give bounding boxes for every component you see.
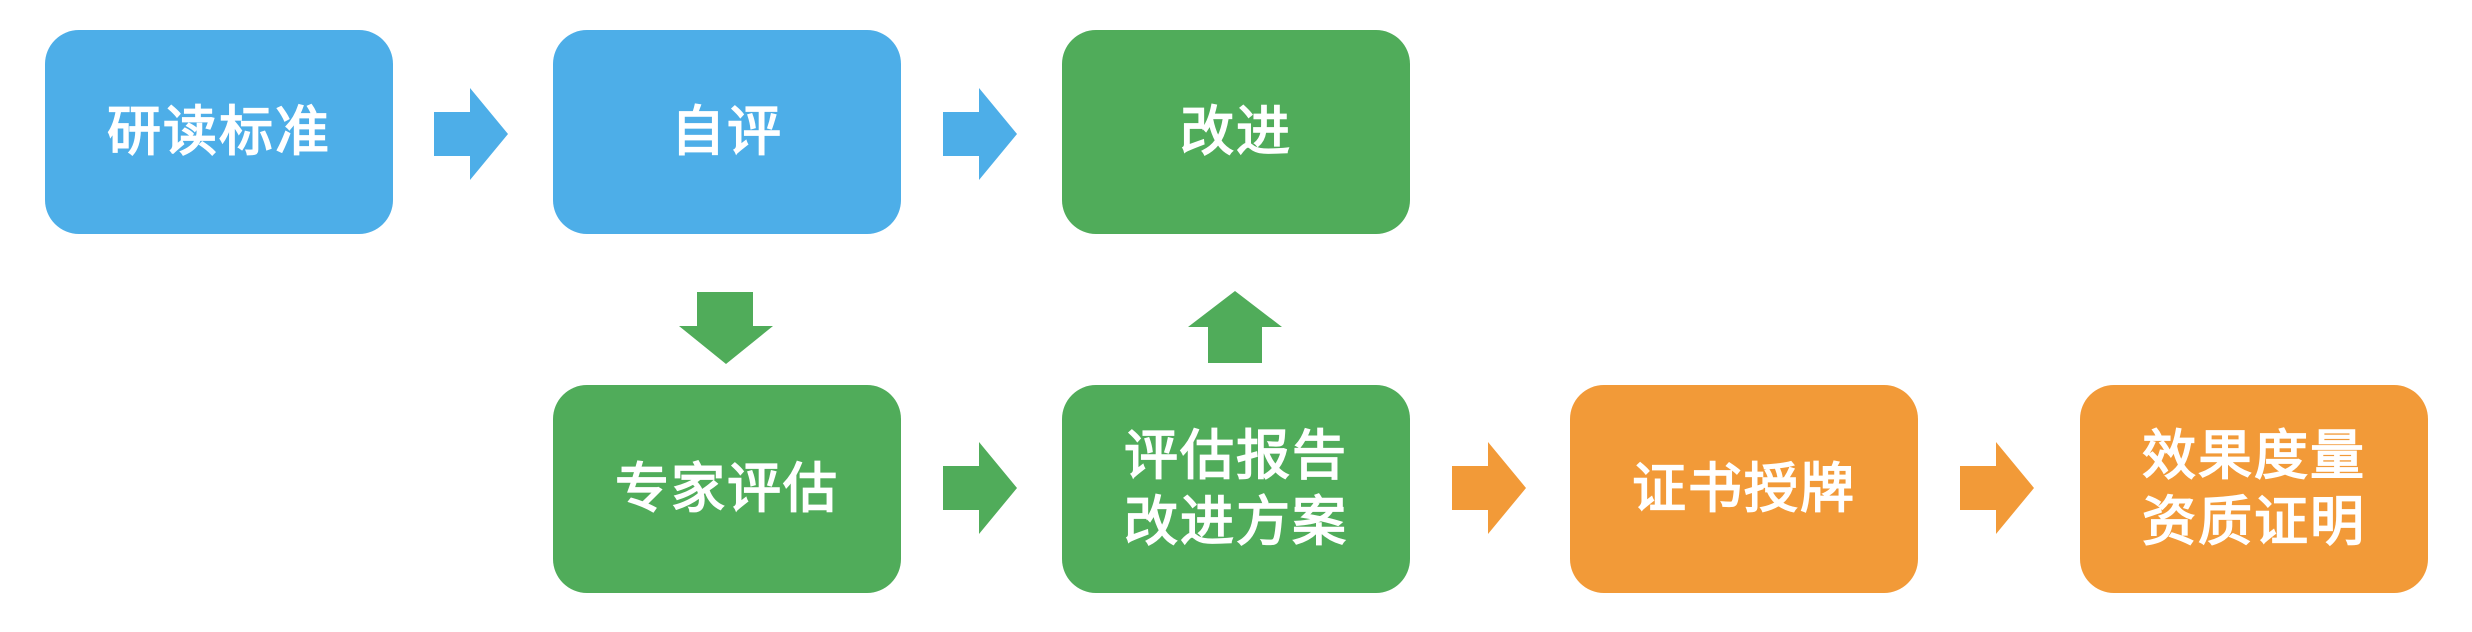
node-label: 改进	[1180, 100, 1292, 164]
arrow-right-icon	[1960, 442, 2034, 534]
node-expert-assessment: 专家评估	[553, 385, 901, 593]
node-label-line-2: 资质证明	[2142, 490, 2366, 553]
node-read-standard: 研读标准	[45, 30, 393, 234]
arrow-up-icon	[1188, 291, 1282, 363]
node-label-line-1: 效果度量	[2142, 424, 2366, 488]
node-certification: 证书授牌	[1570, 385, 1918, 593]
node-label: 研读标准	[107, 100, 331, 164]
node-label: 专家评估	[615, 457, 839, 521]
node-label: 自评	[671, 100, 783, 164]
node-label-line-1: 评估报告	[1124, 424, 1348, 488]
arrow-right-icon	[1452, 442, 1526, 534]
node-label: 证书授牌	[1632, 457, 1856, 521]
node-report-plan: 评估报告 改进方案	[1062, 385, 1410, 593]
arrow-right-icon	[943, 88, 1017, 180]
node-outcome: 效果度量 资质证明	[2080, 385, 2428, 593]
node-improvement: 改进	[1062, 30, 1410, 234]
arrow-right-icon	[434, 88, 508, 180]
node-self-evaluation: 自评	[553, 30, 901, 234]
arrow-right-icon	[943, 442, 1017, 534]
node-label-line-2: 改进方案	[1124, 490, 1348, 553]
arrow-down-icon	[679, 292, 773, 364]
